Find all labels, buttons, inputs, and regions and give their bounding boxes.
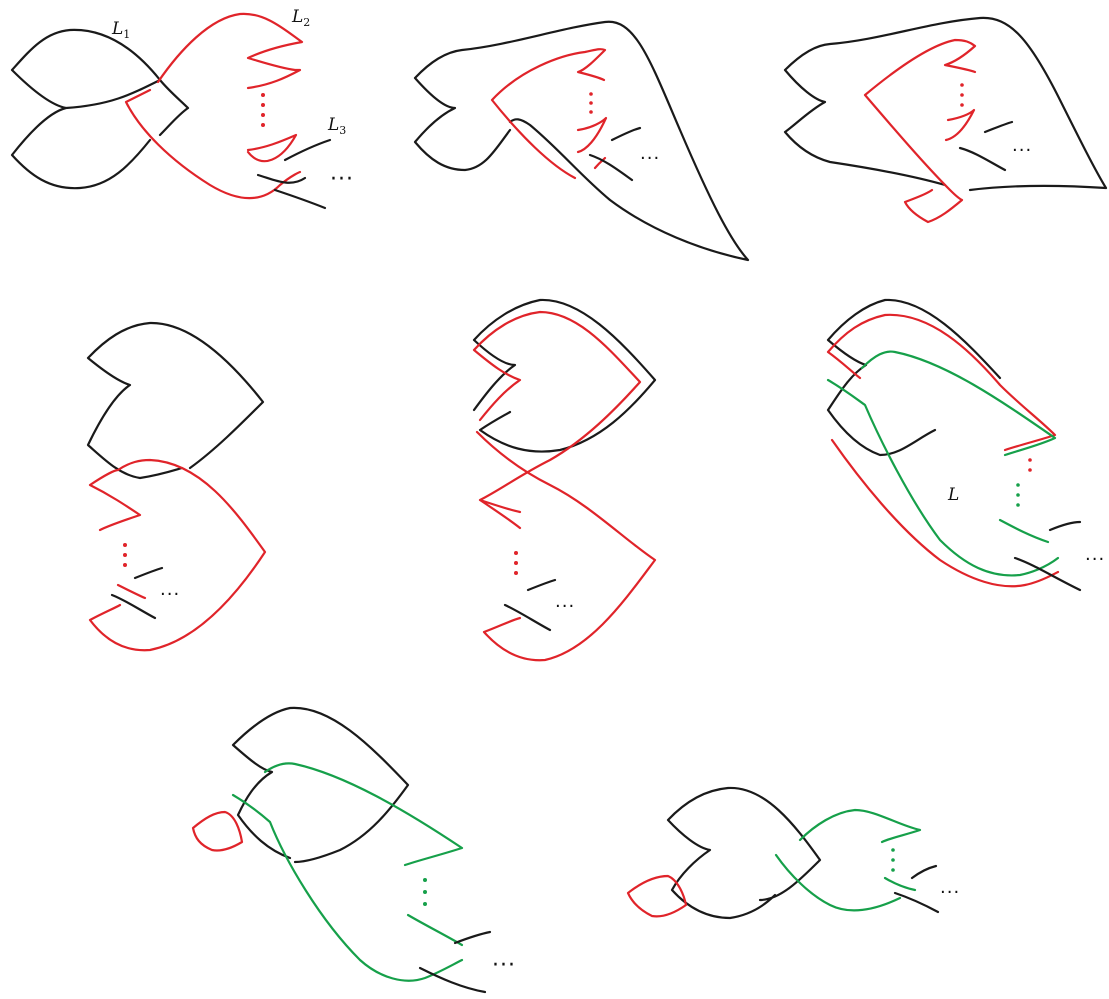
black-strand bbox=[233, 708, 408, 862]
dot bbox=[1028, 458, 1032, 462]
ellipsis: ··· bbox=[1012, 140, 1032, 161]
panel-1: ··· L1 L2 L3 bbox=[12, 7, 354, 208]
dot bbox=[514, 551, 518, 555]
dot bbox=[891, 858, 895, 862]
panel-7: ··· bbox=[193, 708, 516, 992]
black-strand-2 bbox=[505, 580, 555, 630]
black-strand-2 bbox=[895, 866, 938, 912]
green-strand-2 bbox=[408, 915, 462, 945]
red-loop bbox=[193, 812, 242, 851]
black-strand bbox=[668, 788, 820, 918]
dot bbox=[960, 103, 964, 107]
dot bbox=[423, 902, 427, 906]
dot bbox=[891, 848, 895, 852]
black-strand bbox=[828, 300, 1000, 455]
panel-3: ··· bbox=[785, 18, 1106, 222]
dot bbox=[123, 563, 127, 567]
l2-front bbox=[126, 14, 302, 198]
panel-2: ··· bbox=[415, 22, 748, 260]
panel-6: L ··· bbox=[828, 300, 1105, 590]
dot bbox=[514, 571, 518, 575]
black-strand-2 bbox=[112, 568, 162, 618]
label-l3: L3 bbox=[327, 115, 346, 137]
red-strand bbox=[828, 315, 1058, 586]
red-strand bbox=[492, 49, 606, 178]
dot bbox=[1016, 493, 1020, 497]
l1-front bbox=[12, 30, 160, 188]
ellipsis: ··· bbox=[160, 584, 180, 605]
black-strand bbox=[415, 22, 748, 260]
label-l: L bbox=[947, 485, 959, 505]
dot bbox=[891, 868, 895, 872]
green-strand bbox=[828, 352, 1058, 576]
dot bbox=[589, 92, 593, 96]
dot bbox=[589, 101, 593, 105]
ellipsis: ··· bbox=[640, 148, 660, 169]
dot bbox=[423, 890, 427, 894]
black-strand bbox=[474, 300, 655, 452]
ellipsis: ··· bbox=[555, 596, 575, 617]
red-strand bbox=[865, 40, 975, 222]
dot bbox=[123, 543, 127, 547]
black-strand-2 bbox=[960, 122, 1012, 170]
panel-8: ··· bbox=[628, 788, 960, 918]
label-l2: L2 bbox=[291, 7, 310, 29]
panel-4: ··· bbox=[88, 323, 265, 650]
dot bbox=[960, 93, 964, 97]
dot bbox=[1028, 468, 1032, 472]
dot bbox=[514, 561, 518, 565]
red-strand bbox=[90, 460, 265, 650]
label-l1: L1 bbox=[111, 19, 130, 41]
green-strand-2 bbox=[1000, 520, 1048, 542]
black-strand bbox=[88, 323, 263, 478]
ellipsis: ··· bbox=[492, 953, 516, 978]
dot bbox=[960, 83, 964, 87]
l1-front-right bbox=[160, 80, 188, 135]
green-strand-2 bbox=[885, 878, 915, 890]
red-strand-2 bbox=[118, 585, 145, 598]
ellipsis: ··· bbox=[940, 882, 960, 903]
green-strand bbox=[233, 763, 462, 980]
panel-5: ··· bbox=[474, 300, 655, 660]
dot bbox=[123, 553, 127, 557]
ellipsis: ··· bbox=[330, 167, 354, 192]
dot bbox=[1016, 483, 1020, 487]
dot bbox=[261, 103, 265, 107]
dot bbox=[261, 123, 265, 127]
dot bbox=[261, 113, 265, 117]
ellipsis: ··· bbox=[1085, 549, 1105, 570]
dot bbox=[1016, 503, 1020, 507]
dot bbox=[423, 878, 427, 882]
dot bbox=[589, 110, 593, 114]
dot bbox=[261, 93, 265, 97]
